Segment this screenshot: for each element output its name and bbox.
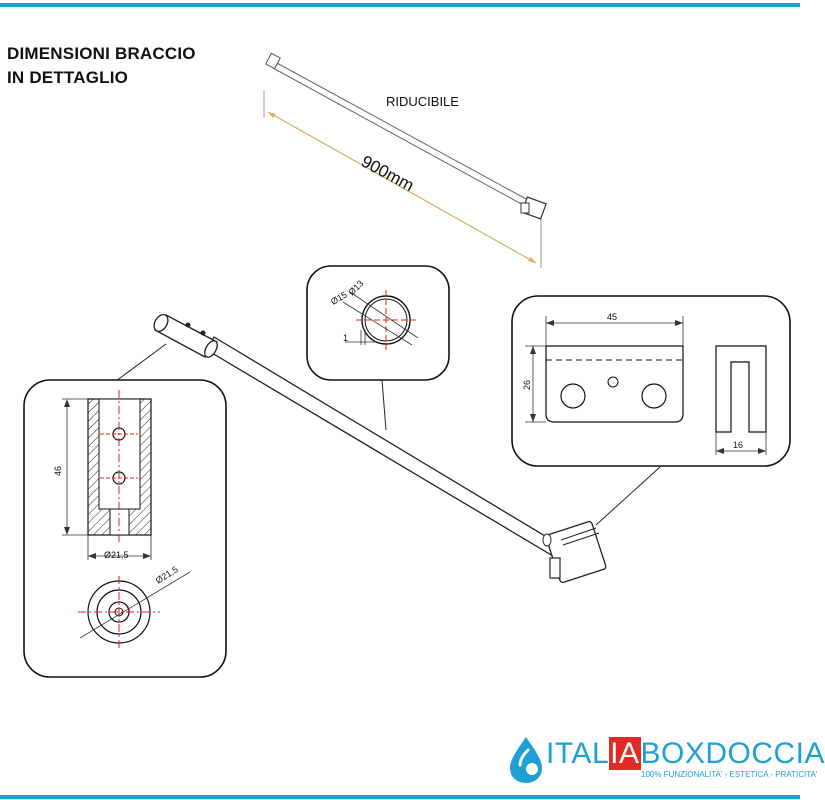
tube-height-label: 46 <box>53 466 63 476</box>
glass-clamp <box>542 520 607 584</box>
logo-tagline: 100% FUNZIONALITA' - ESTETICA - PRATICIT… <box>641 770 818 779</box>
reducible-label: RIDUCIBILE <box>386 94 459 109</box>
logo-part-1: ITAL <box>546 737 610 770</box>
water-drop-icon <box>510 737 542 783</box>
detail-tube-section <box>306 265 450 381</box>
title-line-2: IN DETTAGLIO <box>7 68 129 87</box>
logo-wordmark: ITALIABOXDOCCIA <box>546 737 825 771</box>
top-border <box>0 3 800 7</box>
bracket-height-label: 26 <box>522 380 532 390</box>
wall-thickness-label: 1 <box>343 333 348 343</box>
technical-drawing: RIDUCIBILE 900mm <box>23 52 791 678</box>
main-arm-drawing <box>115 313 661 584</box>
top-arm-drawing <box>263 52 547 268</box>
length-label: 900mm <box>358 152 417 195</box>
bracket-width-label: 45 <box>607 312 617 322</box>
bottom-border <box>0 795 800 799</box>
bracket-depth-label: 16 <box>733 440 743 450</box>
title-line-1: DIMENSIONI BRACCIO <box>7 44 196 63</box>
page-title: DIMENSIONI BRACCIO IN DETTAGLIO <box>7 42 196 90</box>
detail-tube-end <box>23 379 227 678</box>
tube-diameter-label: Ø21,5 <box>104 550 129 560</box>
brand-logo: ITALIABOXDOCCIA 100% FUNZIONALITA' - EST… <box>506 735 825 787</box>
detail-bracket <box>511 295 791 467</box>
logo-part-3: BOXDOCCIA <box>640 737 825 770</box>
logo-part-2: IA <box>609 737 641 770</box>
length-dimension-line <box>267 111 537 264</box>
